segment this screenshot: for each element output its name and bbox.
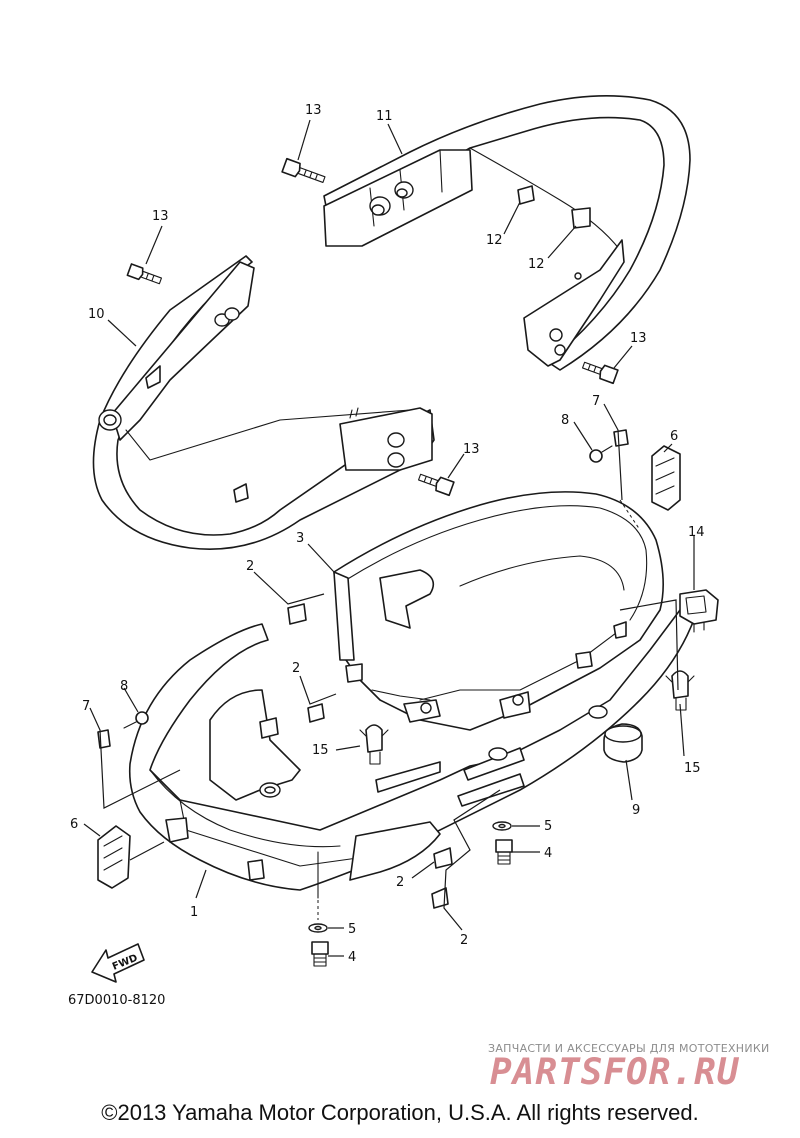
part-6-clips bbox=[97, 445, 681, 889]
part-9-grommet bbox=[588, 705, 643, 763]
part-8-screws bbox=[123, 445, 613, 729]
callout-6: 6 bbox=[70, 817, 78, 832]
callout-2: 2 bbox=[292, 661, 300, 676]
copyright-notice: ©2013 Yamaha Motor Corporation, U.S.A. A… bbox=[101, 1100, 699, 1125]
part-5-washers bbox=[308, 821, 512, 933]
callout-9: 9 bbox=[632, 803, 640, 818]
callout-5: 5 bbox=[544, 819, 552, 834]
callout-7: 7 bbox=[592, 394, 600, 409]
part-4-bolts bbox=[311, 839, 513, 967]
callout-1: 1 bbox=[190, 905, 198, 920]
part-2-seals bbox=[287, 603, 453, 909]
part-11-bracket bbox=[323, 95, 691, 371]
watermark-subtitle: ЗАПЧАСТИ И АКСЕССУАРЫ ДЛЯ МОТОТЕХНИКИ bbox=[488, 1042, 770, 1055]
callout-6: 6 bbox=[670, 429, 678, 444]
callout-7: 7 bbox=[82, 699, 90, 714]
callout-4: 4 bbox=[544, 846, 552, 861]
watermark-logo: PARTSFOR.RU bbox=[490, 1052, 740, 1093]
callout-4: 4 bbox=[348, 950, 356, 965]
callout-12: 12 bbox=[528, 257, 545, 272]
callout-2: 2 bbox=[246, 559, 254, 574]
callout-12: 12 bbox=[486, 233, 503, 248]
leader-lines bbox=[83, 119, 695, 957]
callout-15: 15 bbox=[684, 761, 701, 776]
part-7-plates bbox=[97, 429, 629, 749]
part-1-side-bracket bbox=[209, 689, 525, 807]
part-14-connector bbox=[679, 589, 719, 633]
part-1-bottom-cowling bbox=[128, 599, 697, 899]
callout-3: 3 bbox=[296, 531, 304, 546]
fwd-arrow: FWD bbox=[91, 943, 145, 983]
callout-8: 8 bbox=[120, 679, 128, 694]
callout-2: 2 bbox=[460, 933, 468, 948]
part-15-clips bbox=[359, 670, 695, 765]
callout-5: 5 bbox=[348, 922, 356, 937]
part-12-pads bbox=[517, 185, 591, 229]
callout-13: 13 bbox=[152, 209, 169, 224]
part-13-bolts bbox=[126, 157, 619, 497]
diagram-code: 67D0010-8120 bbox=[68, 993, 165, 1008]
part-3-upper-cowl bbox=[333, 491, 664, 731]
callout-14: 14 bbox=[688, 525, 705, 540]
callout-8: 8 bbox=[561, 413, 569, 428]
callout-2: 2 bbox=[396, 875, 404, 890]
callout-10: 10 bbox=[88, 307, 105, 322]
callout-15: 15 bbox=[312, 743, 329, 758]
callout-labels: 13 11 13 12 12 10 13 7 8 6 13 14 3 2 2 8… bbox=[68, 103, 705, 1008]
callout-13: 13 bbox=[630, 331, 647, 346]
part-10-handle bbox=[92, 255, 435, 550]
callout-13: 13 bbox=[305, 103, 322, 118]
callout-13: 13 bbox=[463, 442, 480, 457]
callout-11: 11 bbox=[376, 109, 393, 124]
